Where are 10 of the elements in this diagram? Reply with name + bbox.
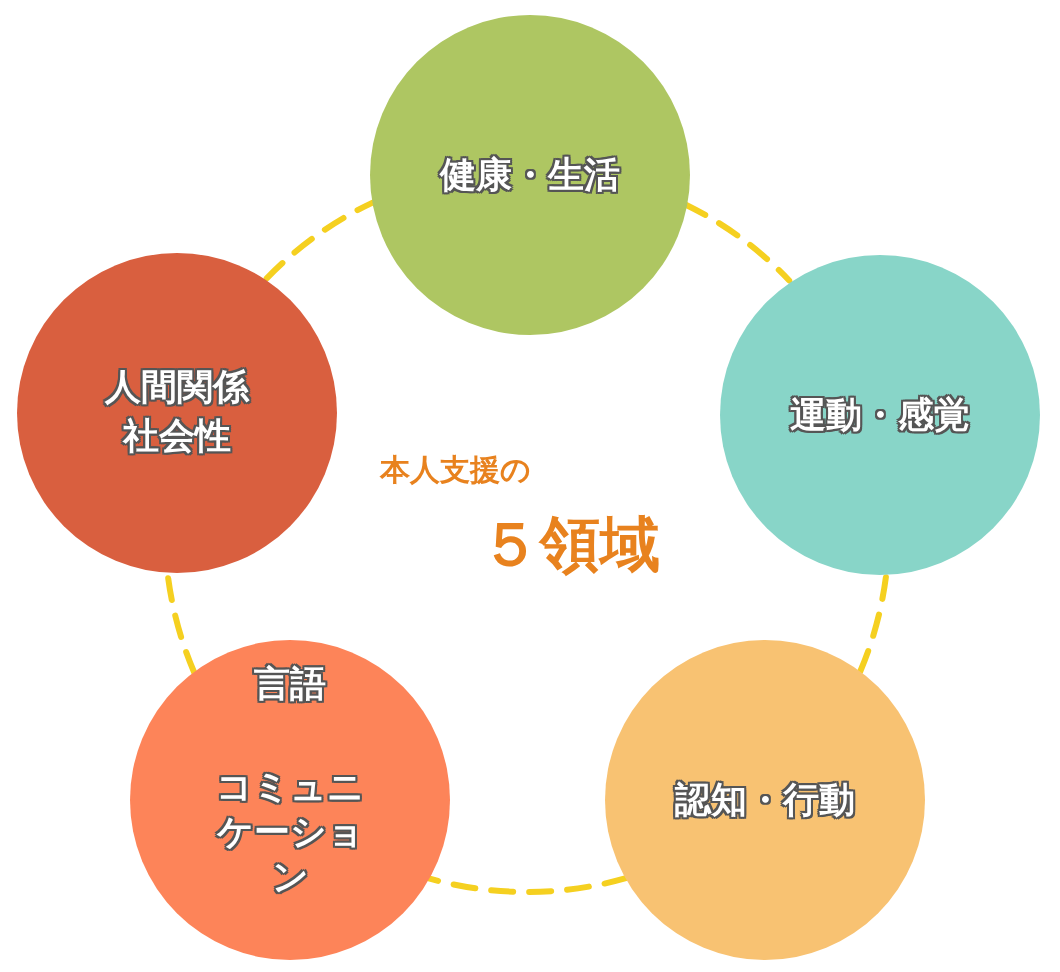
circle-label: 社会性 xyxy=(123,414,231,458)
circle-label: 健康・生活 xyxy=(440,152,620,197)
circle-label: 運動・感覚 xyxy=(790,392,970,437)
circle-label: 人間関係 xyxy=(105,365,249,410)
circle-label: 認知・行動 xyxy=(675,777,855,822)
circle-label: 言語 xyxy=(254,662,326,707)
dashed-arc xyxy=(857,574,889,675)
circle-label: コミュニケーション xyxy=(215,764,365,899)
center-title: ５領域 xyxy=(480,508,660,581)
center-subtitle: 本人支援の xyxy=(380,451,531,489)
